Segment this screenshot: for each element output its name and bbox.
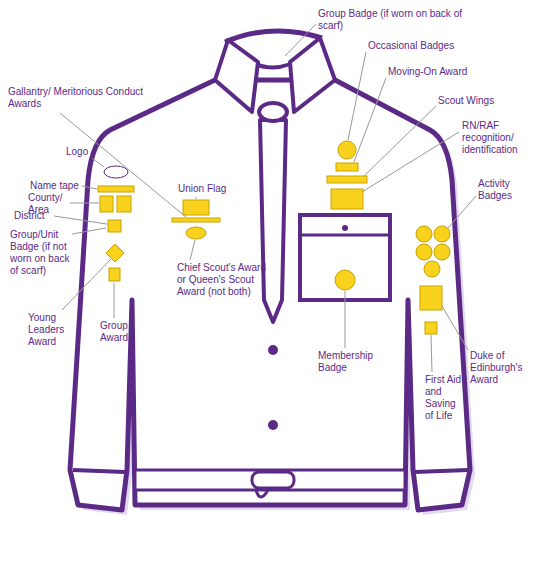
leader-line	[54, 216, 107, 224]
first-aid-badge	[425, 322, 437, 334]
leader-line	[60, 113, 186, 217]
young-leaders-badge	[106, 244, 124, 262]
leader-line	[196, 197, 197, 199]
callout-label: First Aid and Saving of Life	[425, 374, 465, 422]
callout-label: Group Award	[100, 320, 145, 344]
leader-line	[345, 291, 346, 348]
activity-badge	[416, 244, 432, 260]
callout-label: Group Badge (if worn on back of scarf)	[318, 8, 468, 32]
buckle	[252, 472, 294, 488]
leader-line	[285, 24, 316, 56]
leader-line	[354, 78, 386, 162]
leader-line	[448, 196, 476, 228]
leader-line	[348, 52, 366, 140]
pocket	[300, 215, 390, 300]
rn-raf-badge	[331, 189, 363, 209]
button	[268, 345, 278, 355]
callout-label: Young Leaders Award	[28, 312, 73, 348]
membership-badge	[335, 270, 355, 290]
callout-label: RN/RAF recognition/ identification	[462, 120, 534, 156]
callout-label: Chief Scout's Award or Queen's Scout Awa…	[177, 262, 267, 298]
leader-line	[92, 158, 104, 167]
logo-badge	[104, 166, 128, 178]
woggle	[259, 103, 287, 121]
leader-line	[70, 203, 99, 204]
callout-label: Occasional Badges	[368, 40, 478, 52]
callout-label: Group/Unit Badge (if not worn on back of…	[10, 229, 70, 277]
group-unit-badge	[108, 220, 121, 232]
belt-loop	[256, 490, 268, 497]
collar-flap	[215, 40, 258, 112]
district-badge	[117, 196, 131, 212]
callout-label: Scout Wings	[438, 95, 528, 107]
union-flag-badge	[183, 200, 209, 215]
callout-label: Union Flag	[178, 183, 248, 195]
chief-scout-badge	[186, 227, 206, 239]
leader-line	[362, 132, 459, 192]
gallantry-bar	[172, 218, 220, 222]
group-award-badge	[109, 268, 120, 281]
occasional-badge	[338, 141, 356, 159]
callout-label: Gallantry/ Meritorious Conduct Awards	[8, 86, 168, 110]
county-badge	[100, 196, 113, 212]
callout-label: Moving-On Award	[388, 66, 498, 78]
belt	[135, 470, 405, 490]
callout-label: Membership Badge	[318, 350, 388, 374]
pocket-flap	[300, 234, 390, 237]
name-tape	[98, 186, 134, 192]
leader-line	[62, 259, 111, 310]
button	[342, 225, 348, 231]
duke-of-edinburgh-badge	[420, 286, 442, 310]
leader-line	[190, 240, 195, 260]
activity-badge	[424, 261, 440, 277]
collar-flap	[290, 38, 335, 112]
activity-badge	[434, 244, 450, 260]
activity-badge	[416, 226, 432, 242]
button	[268, 420, 278, 430]
scout-wings	[327, 176, 367, 183]
leader-line	[72, 228, 106, 234]
cuff-line	[415, 470, 468, 472]
callout-label: Activity Badges	[478, 178, 534, 202]
activity-badge	[434, 226, 450, 242]
leader-line	[114, 283, 115, 318]
callout-label: District	[14, 210, 54, 222]
leader-line	[431, 335, 432, 372]
callout-label: Name tape	[30, 180, 82, 192]
callout-label: Duke of Edinburgh's Award	[470, 350, 534, 386]
scarf-tie	[260, 120, 286, 322]
shirt-outline	[70, 80, 470, 510]
moving-on-badge	[336, 163, 358, 171]
callout-label: Logo	[66, 146, 96, 158]
leader-line	[364, 106, 436, 176]
leader-line	[82, 186, 97, 189]
leader-line	[442, 306, 468, 350]
cuff-line	[73, 470, 125, 472]
